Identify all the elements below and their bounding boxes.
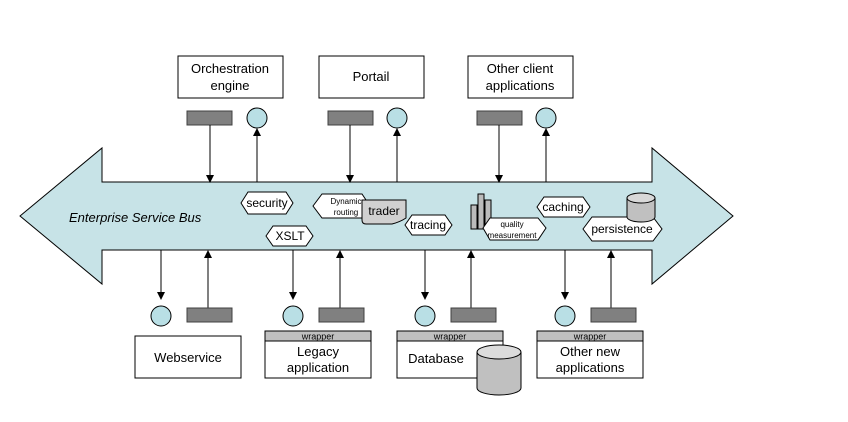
- tracing-service: tracing: [404, 214, 453, 236]
- trader-service: trader: [361, 199, 407, 225]
- persistence-label: persistence: [591, 222, 653, 236]
- legacy-label-2: application: [287, 360, 349, 375]
- quality-measurement-service: quality measurement: [470, 193, 547, 241]
- top-bar-3: [476, 110, 523, 126]
- bottom-endpoint-1: [150, 305, 172, 327]
- trader-label: trader: [368, 204, 399, 218]
- bottom-bar-1: [186, 307, 233, 323]
- bottom-bar-3: [450, 307, 497, 323]
- other-new-wrapper-label: wrapper: [573, 332, 607, 342]
- database-cylinder-icon: [476, 344, 522, 396]
- other-client-label-2: applications: [486, 78, 555, 93]
- top-bar-2: [327, 110, 374, 126]
- persistence-service: persistence: [582, 216, 663, 242]
- top-bar-1: [186, 110, 233, 126]
- other-new-label-2: applications: [556, 360, 625, 375]
- caching-label: caching: [542, 200, 583, 214]
- orchestration-label-1: Orchestration: [191, 61, 269, 76]
- legacy-node: wrapper Legacy application: [264, 330, 372, 379]
- other-client-label-1: Other client: [487, 61, 554, 76]
- top-endpoint-3: [535, 107, 557, 129]
- security-service: security: [240, 191, 294, 215]
- bottom-endpoint-4: [554, 305, 576, 327]
- quality-label-2: measurement: [488, 231, 538, 240]
- gauge-bar-2-icon: [477, 193, 485, 230]
- dynamic-routing-label-2: routing: [334, 208, 358, 217]
- caching-service: caching: [536, 196, 591, 218]
- bottom-endpoint-2: [282, 305, 304, 327]
- top-endpoint-1: [246, 107, 268, 129]
- database-label: Database: [408, 351, 464, 366]
- orchestration-label-2: engine: [210, 78, 249, 93]
- tracing-label: tracing: [410, 218, 446, 232]
- top-endpoint-2: [386, 107, 408, 129]
- other-new-node: wrapper Other new applications: [536, 330, 644, 379]
- quality-label-1: quality: [500, 220, 523, 229]
- xslt-label: XSLT: [275, 229, 305, 243]
- database-wrapper-label: wrapper: [433, 332, 467, 342]
- dynamic-routing-service: Dynamic routing: [312, 193, 371, 219]
- webservice-label: Webservice: [154, 350, 222, 365]
- orchestration-node: Orchestration engine: [177, 55, 284, 99]
- portail-node: Portail: [318, 55, 425, 99]
- bottom-endpoint-3: [414, 305, 436, 327]
- legacy-label-1: Legacy: [297, 344, 339, 359]
- other-new-label-1: Other new: [560, 344, 621, 359]
- portail-label: Portail: [353, 69, 390, 84]
- bottom-bar-2: [318, 307, 365, 323]
- gauge-bar-1-icon: [470, 204, 478, 230]
- security-label: security: [246, 196, 287, 210]
- dynamic-routing-label-1: Dynamic: [330, 197, 361, 206]
- bottom-bar-4: [590, 307, 637, 323]
- other-client-node: Other client applications: [467, 55, 574, 99]
- legacy-wrapper-label: wrapper: [301, 332, 335, 342]
- xslt-service: XSLT: [265, 225, 314, 247]
- persistence-database-icon: [626, 192, 656, 223]
- bus-label: Enterprise Service Bus: [69, 210, 202, 225]
- webservice-node: Webservice: [134, 335, 242, 379]
